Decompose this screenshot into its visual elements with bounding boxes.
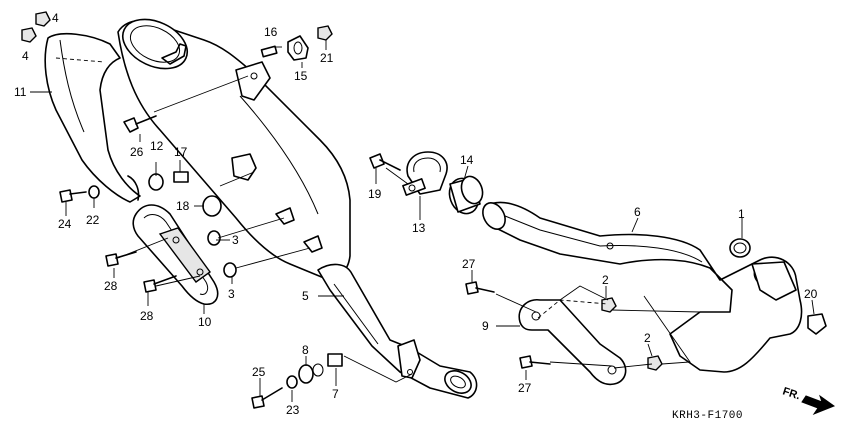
pipe-clamp <box>402 151 448 196</box>
part-label-16: 16 <box>264 25 278 39</box>
part-label-25: 25 <box>252 365 266 379</box>
part-label-13: 13 <box>412 221 426 235</box>
seal-ring <box>729 238 751 258</box>
front-direction-arrow: FR. <box>781 385 836 416</box>
part-label-8: 8 <box>302 343 309 357</box>
part-label-10: 10 <box>198 315 212 329</box>
part-label-4: 4 <box>52 11 59 25</box>
part-label-12: 12 <box>150 139 164 153</box>
part-label-27: 27 <box>462 257 476 271</box>
part-label-2: 2 <box>602 273 609 287</box>
hardware <box>21 11 827 409</box>
exhaust-pipe <box>482 201 803 373</box>
part-label-22: 22 <box>86 213 100 227</box>
part-label-27: 27 <box>518 381 532 395</box>
part-label-21: 21 <box>320 51 334 65</box>
part-label-3: 3 <box>228 287 235 301</box>
part-label-3: 3 <box>232 233 239 247</box>
part-label-11: 11 <box>14 85 27 99</box>
part-label-18: 18 <box>176 199 190 213</box>
part-label-9: 9 <box>482 319 489 333</box>
part-label-14: 14 <box>460 153 474 167</box>
leader-lines <box>30 40 815 402</box>
diagram-code: KRH3-F1700 <box>672 410 743 422</box>
part-label-28: 28 <box>104 279 118 293</box>
part-label-6: 6 <box>634 205 641 219</box>
part-label-5: 5 <box>302 289 309 303</box>
part-label-20: 20 <box>804 287 818 301</box>
part-labels: 1 2 2 3 3 4 4 5 6 7 8 9 10 11 12 13 14 1… <box>14 11 818 417</box>
part-label-24: 24 <box>58 217 72 231</box>
part-label-7: 7 <box>332 387 339 401</box>
muffler <box>117 18 478 399</box>
front-label: FR. <box>781 385 802 402</box>
part-label-15: 15 <box>294 69 308 83</box>
part-label-19: 19 <box>368 187 382 201</box>
part-label-4: 4 <box>22 49 29 63</box>
part-label-26: 26 <box>130 145 144 159</box>
part-label-17: 17 <box>174 145 188 159</box>
part-label-2: 2 <box>644 331 651 345</box>
part-label-1: 1 <box>738 207 745 221</box>
gasket-ring <box>448 175 484 215</box>
part-label-28: 28 <box>140 309 154 323</box>
gasket-plate <box>132 204 219 306</box>
heat-shield <box>44 32 141 203</box>
part-label-23: 23 <box>286 403 300 417</box>
